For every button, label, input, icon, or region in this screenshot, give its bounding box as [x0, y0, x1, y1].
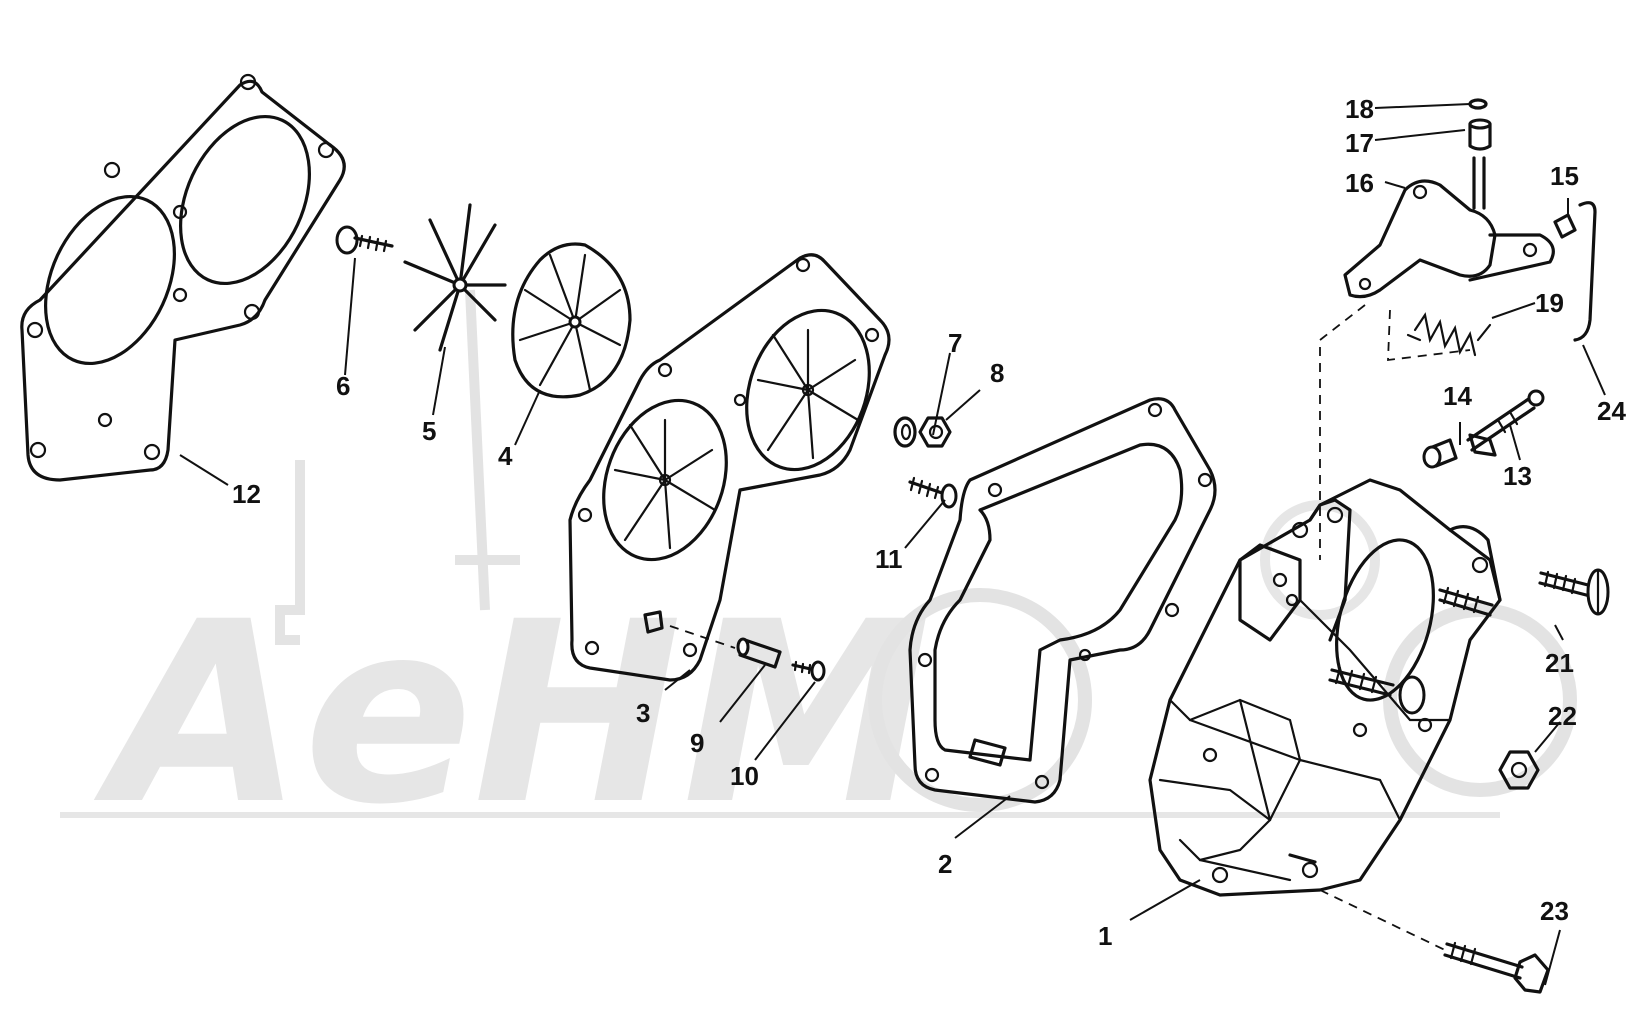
callout-19: 19 — [1535, 288, 1564, 318]
callout-22: 22 — [1548, 701, 1577, 731]
part-12-gasket — [20, 73, 346, 482]
part-9-dowel-pin — [736, 637, 782, 669]
assembly-line-lever — [1319, 304, 1366, 560]
callout-18: 18 — [1345, 94, 1374, 124]
callout-2: 2 — [938, 849, 952, 879]
callout-12: 12 — [232, 479, 261, 509]
part-19-spring — [1406, 312, 1492, 357]
part-8-nut — [918, 416, 952, 448]
callout-9: 9 — [690, 728, 704, 758]
part-4-reed-disc — [511, 242, 632, 399]
part-10-small-screw — [791, 660, 826, 682]
part-14-bushing — [1422, 438, 1458, 469]
callout-7: 7 — [948, 328, 962, 358]
part-1-adapter-housing — [1148, 478, 1502, 897]
part-23-bolt — [1319, 889, 1550, 994]
part-6-screw — [335, 225, 394, 255]
watermark-text: АеНМ — [93, 568, 931, 859]
callout-5: 5 — [422, 416, 436, 446]
callout-24: 24 — [1597, 396, 1626, 426]
callout-1: 1 — [1098, 921, 1112, 951]
callout-3: 3 — [636, 698, 650, 728]
part-22-nut — [1498, 750, 1540, 790]
part-7-lock-washer — [893, 416, 917, 448]
part-16-lever — [1343, 156, 1555, 299]
callout-10: 10 — [730, 761, 759, 791]
callout-21: 21 — [1545, 648, 1574, 678]
part-17-sleeve — [1468, 118, 1492, 151]
part-18-washer — [1468, 98, 1488, 110]
watermark: АеНМ — [60, 289, 1577, 859]
callout-8: 8 — [990, 358, 1004, 388]
callout-labels: 1 2 3 4 5 6 7 8 9 10 11 12 13 14 15 16 1… — [232, 94, 1626, 951]
part-11-screw — [908, 476, 958, 509]
part-5-reed-petal — [403, 203, 507, 352]
callout-16: 16 — [1345, 168, 1374, 198]
callout-6: 6 — [336, 371, 350, 401]
callout-11: 11 — [875, 544, 903, 574]
part-13-fitting — [1466, 389, 1545, 457]
leader-lines — [179, 103, 1606, 986]
part-24-link-rod — [1573, 201, 1597, 342]
callout-4: 4 — [498, 441, 513, 471]
part-15-clip — [1553, 213, 1577, 239]
callout-15: 15 — [1550, 161, 1579, 191]
callout-23: 23 — [1540, 896, 1569, 926]
assembly-line-spring — [1387, 309, 1471, 362]
part-2-gasket — [908, 397, 1217, 804]
part-21-screw — [1538, 568, 1610, 616]
callout-13: 13 — [1503, 461, 1532, 491]
callout-17: 17 — [1345, 128, 1374, 158]
callout-14: 14 — [1443, 381, 1472, 411]
part-3-reed-plate — [568, 253, 891, 682]
